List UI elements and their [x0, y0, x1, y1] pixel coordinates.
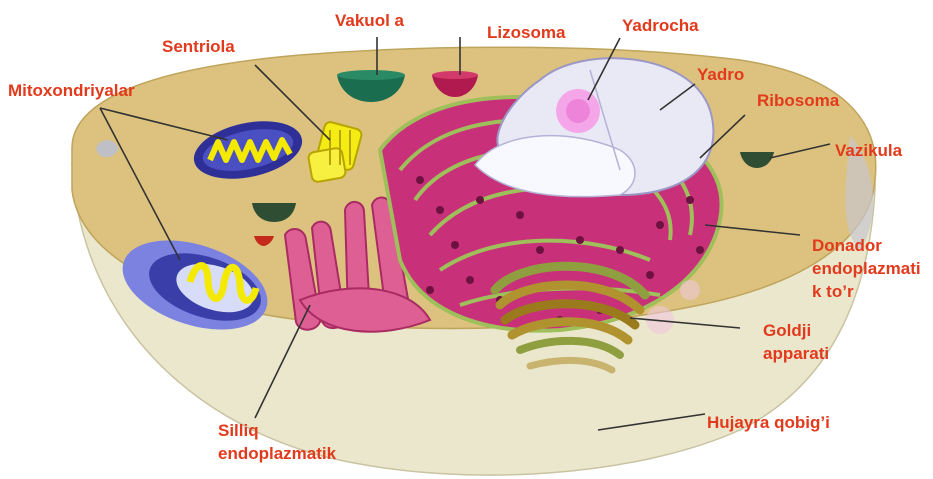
- label-rough-er-line3: k to’r: [812, 281, 854, 303]
- vesicle-5: [680, 280, 700, 300]
- label-rough-er-line2: endoplazmati: [812, 258, 921, 280]
- label-ribosome: Ribosoma: [757, 90, 839, 112]
- label-cell-membrane: Hujayra qobig’i: [707, 412, 830, 434]
- label-smooth-er-line2: endoplazmatik: [218, 443, 336, 465]
- label-smooth-er-line1: Silliq: [218, 420, 259, 442]
- label-nucleus: Yadro: [697, 64, 744, 86]
- label-vesicle: Vazikula: [835, 140, 902, 162]
- label-mitochondria: Mitoxondriyalar: [8, 80, 135, 102]
- label-rough-er-line1: Donador: [812, 235, 882, 257]
- label-golgi-line1: Goldji: [763, 320, 811, 342]
- label-nucleolus: Yadrocha: [622, 15, 699, 37]
- label-golgi-line2: apparati: [763, 343, 829, 365]
- label-centriole: Sentriola: [162, 36, 235, 58]
- label-lysosome: Lizosoma: [487, 22, 565, 44]
- label-vacuole: Vakuol a: [335, 10, 404, 32]
